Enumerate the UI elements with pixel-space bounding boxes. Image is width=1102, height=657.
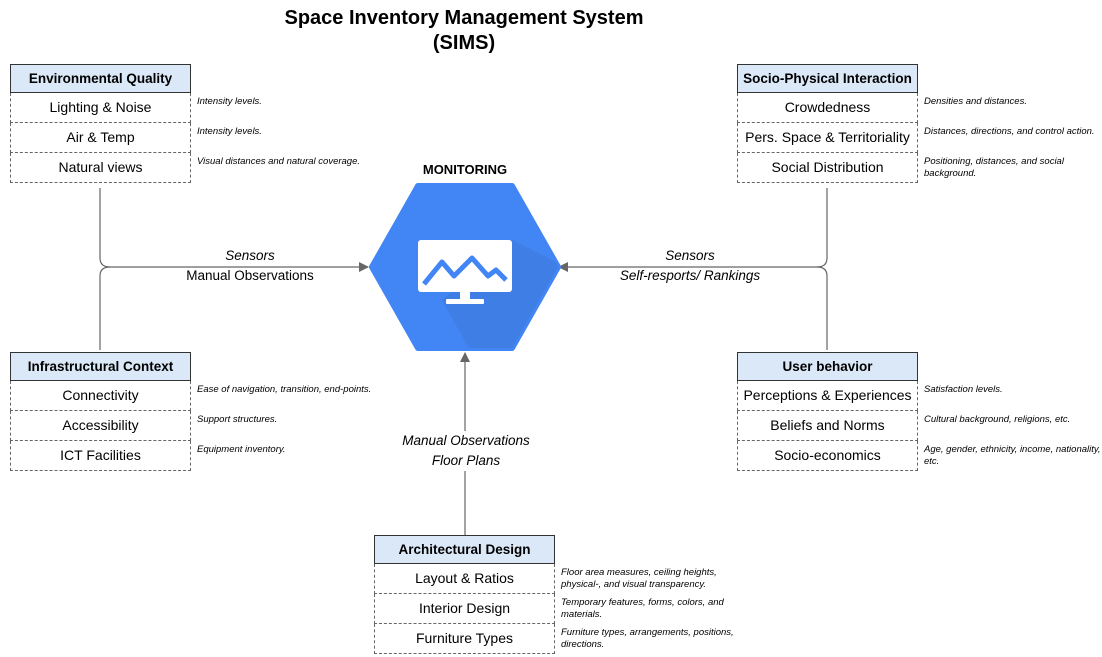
block-row: Layout & Ratios Floor area measures, cei… (374, 564, 717, 594)
block-row: Interior Design Temporary features, form… (374, 594, 724, 624)
row-label: Lighting & Noise (49, 99, 152, 115)
row-note: Age, gender, ethnicity, income, national… (924, 444, 1101, 467)
block-row: Natural views Visual distances and natur… (10, 153, 360, 183)
right-connector (558, 188, 828, 350)
block-header: Infrastructural Context (10, 352, 191, 381)
block-row: Lighting & Noise Intensity levels. (10, 93, 262, 123)
block-row: Perceptions & Experiences Satisfaction l… (737, 381, 1003, 411)
block-row: ICT Facilities Equipment inventory. (10, 441, 286, 471)
block-header: Architectural Design (374, 535, 555, 564)
row-note: Positioning, distances, and social backg… (924, 156, 1064, 179)
block-row: Pers. Space & Territoriality Distances, … (737, 123, 1095, 153)
environmental-quality-block: Environmental Quality Lighting & Noise I… (10, 64, 360, 183)
row-label: Interior Design (418, 600, 511, 616)
block-row: Crowdedness Densities and distances. (737, 93, 1027, 123)
row-label: Perceptions & Experiences (743, 387, 912, 403)
block-row: Connectivity Ease of navigation, transit… (10, 381, 371, 411)
bottom-edge-bottom: Floor Plans (431, 453, 501, 468)
row-note: Support structures. (197, 414, 278, 425)
row-label: Crowdedness (784, 99, 871, 115)
row-label: Social Distribution (771, 159, 884, 175)
row-label: Pers. Space & Territoriality (745, 129, 910, 145)
row-label: Air & Temp (66, 129, 135, 145)
block-row: Social Distribution Positioning, distanc… (737, 153, 1064, 183)
left-edge-label: Sensors Manual Observations (175, 246, 325, 286)
row-label: Layout & Ratios (415, 570, 514, 586)
diagram-title: Space Inventory Management System (SIMS) (234, 6, 694, 56)
row-note: Ease of navigation, transition, end-poin… (197, 384, 372, 395)
monitoring-label: MONITORING (422, 162, 508, 177)
row-note: Floor area measures, ceiling heights, ph… (561, 567, 717, 590)
row-note: Cultural background, religions, etc. (924, 414, 1071, 425)
row-label: Connectivity (62, 387, 139, 403)
row-label: ICT Facilities (60, 447, 141, 463)
right-edge-label: Sensors Self-resports/ Rankings (605, 246, 775, 286)
row-note: Satisfaction levels. (924, 384, 1003, 395)
left-edge-bottom: Manual Observations (186, 268, 314, 283)
infrastructural-context-block: Infrastructural Context Connectivity Eas… (10, 352, 371, 471)
row-label: Accessibility (62, 417, 139, 433)
title-line-1: Space Inventory Management System (284, 7, 644, 29)
title-line-2: (SIMS) (432, 32, 496, 54)
right-edge-bottom: Self-resports/ Rankings (619, 268, 761, 283)
row-label: Natural views (58, 159, 143, 175)
block-row: Accessibility Support structures. (10, 411, 277, 441)
row-note: Furniture types, arrangements, positions… (561, 627, 734, 650)
socio-physical-interaction-block: Socio-Physical Interaction Crowdedness D… (737, 64, 1095, 183)
row-note: Densities and distances. (924, 96, 1027, 107)
row-label: Furniture Types (415, 630, 513, 646)
row-label: Beliefs and Norms (770, 417, 885, 433)
right-edge-top: Sensors (665, 248, 715, 263)
block-header: Environmental Quality (10, 64, 191, 93)
row-note: Temporary features, forms, colors, and m… (561, 597, 724, 620)
block-header: Socio-Physical Interaction (737, 64, 918, 93)
row-note: Distances, directions, and control actio… (924, 126, 1095, 137)
row-note: Equipment inventory. (197, 444, 286, 455)
monitoring-hexagon (369, 183, 561, 351)
block-row: Furniture Types Furniture types, arrange… (374, 624, 734, 654)
row-label: Socio-economics (774, 447, 881, 463)
architectural-design-block: Architectural Design Layout & Ratios Flo… (374, 535, 734, 654)
left-edge-top: Sensors (225, 248, 275, 263)
block-row: Socio-economics Age, gender, ethnicity, … (737, 441, 1101, 471)
bottom-edge-top: Manual Observations (402, 433, 530, 448)
monitor-chart-icon (418, 240, 512, 304)
bottom-edge-label: Manual Observations Floor Plans (385, 431, 547, 471)
left-connector (99, 188, 369, 350)
block-header: User behavior (737, 352, 918, 381)
row-note: Intensity levels. (197, 96, 262, 107)
block-row: Beliefs and Norms Cultural background, r… (737, 411, 1070, 441)
row-note: Visual distances and natural coverage. (197, 156, 361, 167)
row-note: Intensity levels. (197, 126, 262, 137)
block-row: Air & Temp Intensity levels. (10, 123, 262, 153)
user-behavior-block: User behavior Perceptions & Experiences … (737, 352, 1101, 471)
